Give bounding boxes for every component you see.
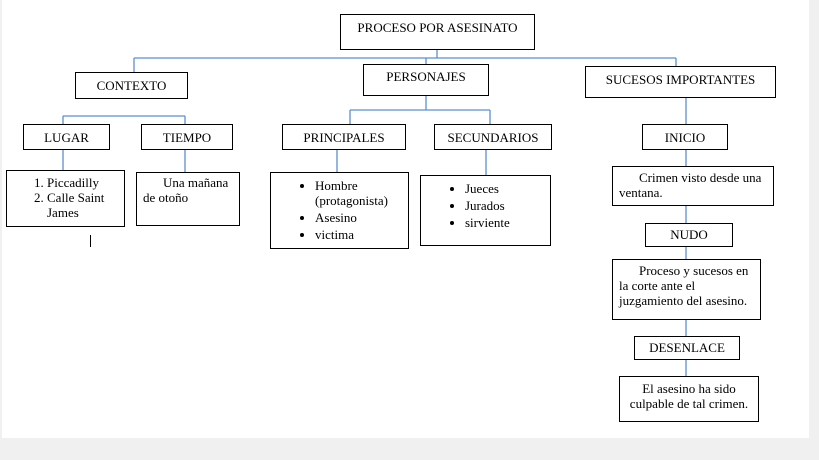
sucesos-label: SUCESOS IMPORTANTES [605, 72, 756, 87]
list-item: Jueces [465, 181, 550, 196]
desenlace-detail: El asesino ha sido culpable de tal crime… [619, 376, 759, 422]
principales-detail: Hombre (protagonista) Asesino victima [270, 172, 409, 249]
text-cursor [90, 235, 91, 247]
nudo-text: Proceso y sucesos en la corte ante el ju… [619, 263, 749, 308]
list-item: sirviente [465, 215, 550, 230]
desenlace-node: DESENLACE [634, 336, 740, 360]
principales-node: PRINCIPALES [282, 124, 406, 150]
lugar-node: LUGAR [23, 124, 110, 150]
list-item: Calle Saint James [47, 190, 124, 220]
root-title: PROCESO POR ASESINATO [357, 20, 518, 35]
inicio-node: INICIO [642, 124, 728, 150]
list-item: Piccadilly [47, 175, 124, 190]
inicio-text: Crimen visto desde una ventana. [619, 170, 762, 200]
desenlace-label: DESENLACE [649, 340, 725, 355]
contexto-label: CONTEXTO [96, 78, 167, 93]
nudo-node: NUDO [645, 223, 733, 247]
inicio-label: INICIO [664, 130, 706, 145]
nudo-detail: Proceso y sucesos en la corte ante el ju… [612, 259, 761, 320]
tiempo-node: TIEMPO [141, 124, 233, 150]
lugar-detail: Piccadilly Calle Saint James [6, 170, 125, 227]
root-node: PROCESO POR ASESINATO [340, 14, 535, 50]
list-item: Jurados [465, 198, 550, 213]
principales-label: PRINCIPALES [303, 130, 385, 145]
lugar-label: LUGAR [44, 130, 89, 145]
contexto-node: CONTEXTO [75, 72, 188, 99]
list-item: Hombre (protagonista) [315, 178, 408, 208]
tiempo-label: TIEMPO [162, 130, 212, 145]
nudo-label: NUDO [670, 227, 708, 242]
list-item: victima [315, 227, 408, 242]
sucesos-node: SUCESOS IMPORTANTES [585, 66, 776, 98]
desenlace-text: El asesino ha sido culpable de tal crime… [629, 381, 749, 411]
tiempo-text: Una mañana de otoño [143, 175, 229, 205]
secundarios-list: Jueces Jurados sirviente [421, 176, 550, 230]
inicio-detail: Crimen visto desde una ventana. [612, 166, 774, 206]
list-item: Asesino [315, 210, 408, 225]
secundarios-label: SECUNDARIOS [447, 130, 539, 145]
tiempo-detail: Una mañana de otoño [136, 172, 240, 226]
lugar-list: Piccadilly Calle Saint James [7, 171, 124, 220]
principales-list: Hombre (protagonista) Asesino victima [271, 173, 408, 242]
secundarios-node: SECUNDARIOS [434, 124, 552, 150]
personajes-label: PERSONAJES [386, 69, 466, 84]
secundarios-detail: Jueces Jurados sirviente [420, 175, 551, 246]
personajes-node: PERSONAJES [363, 64, 489, 96]
